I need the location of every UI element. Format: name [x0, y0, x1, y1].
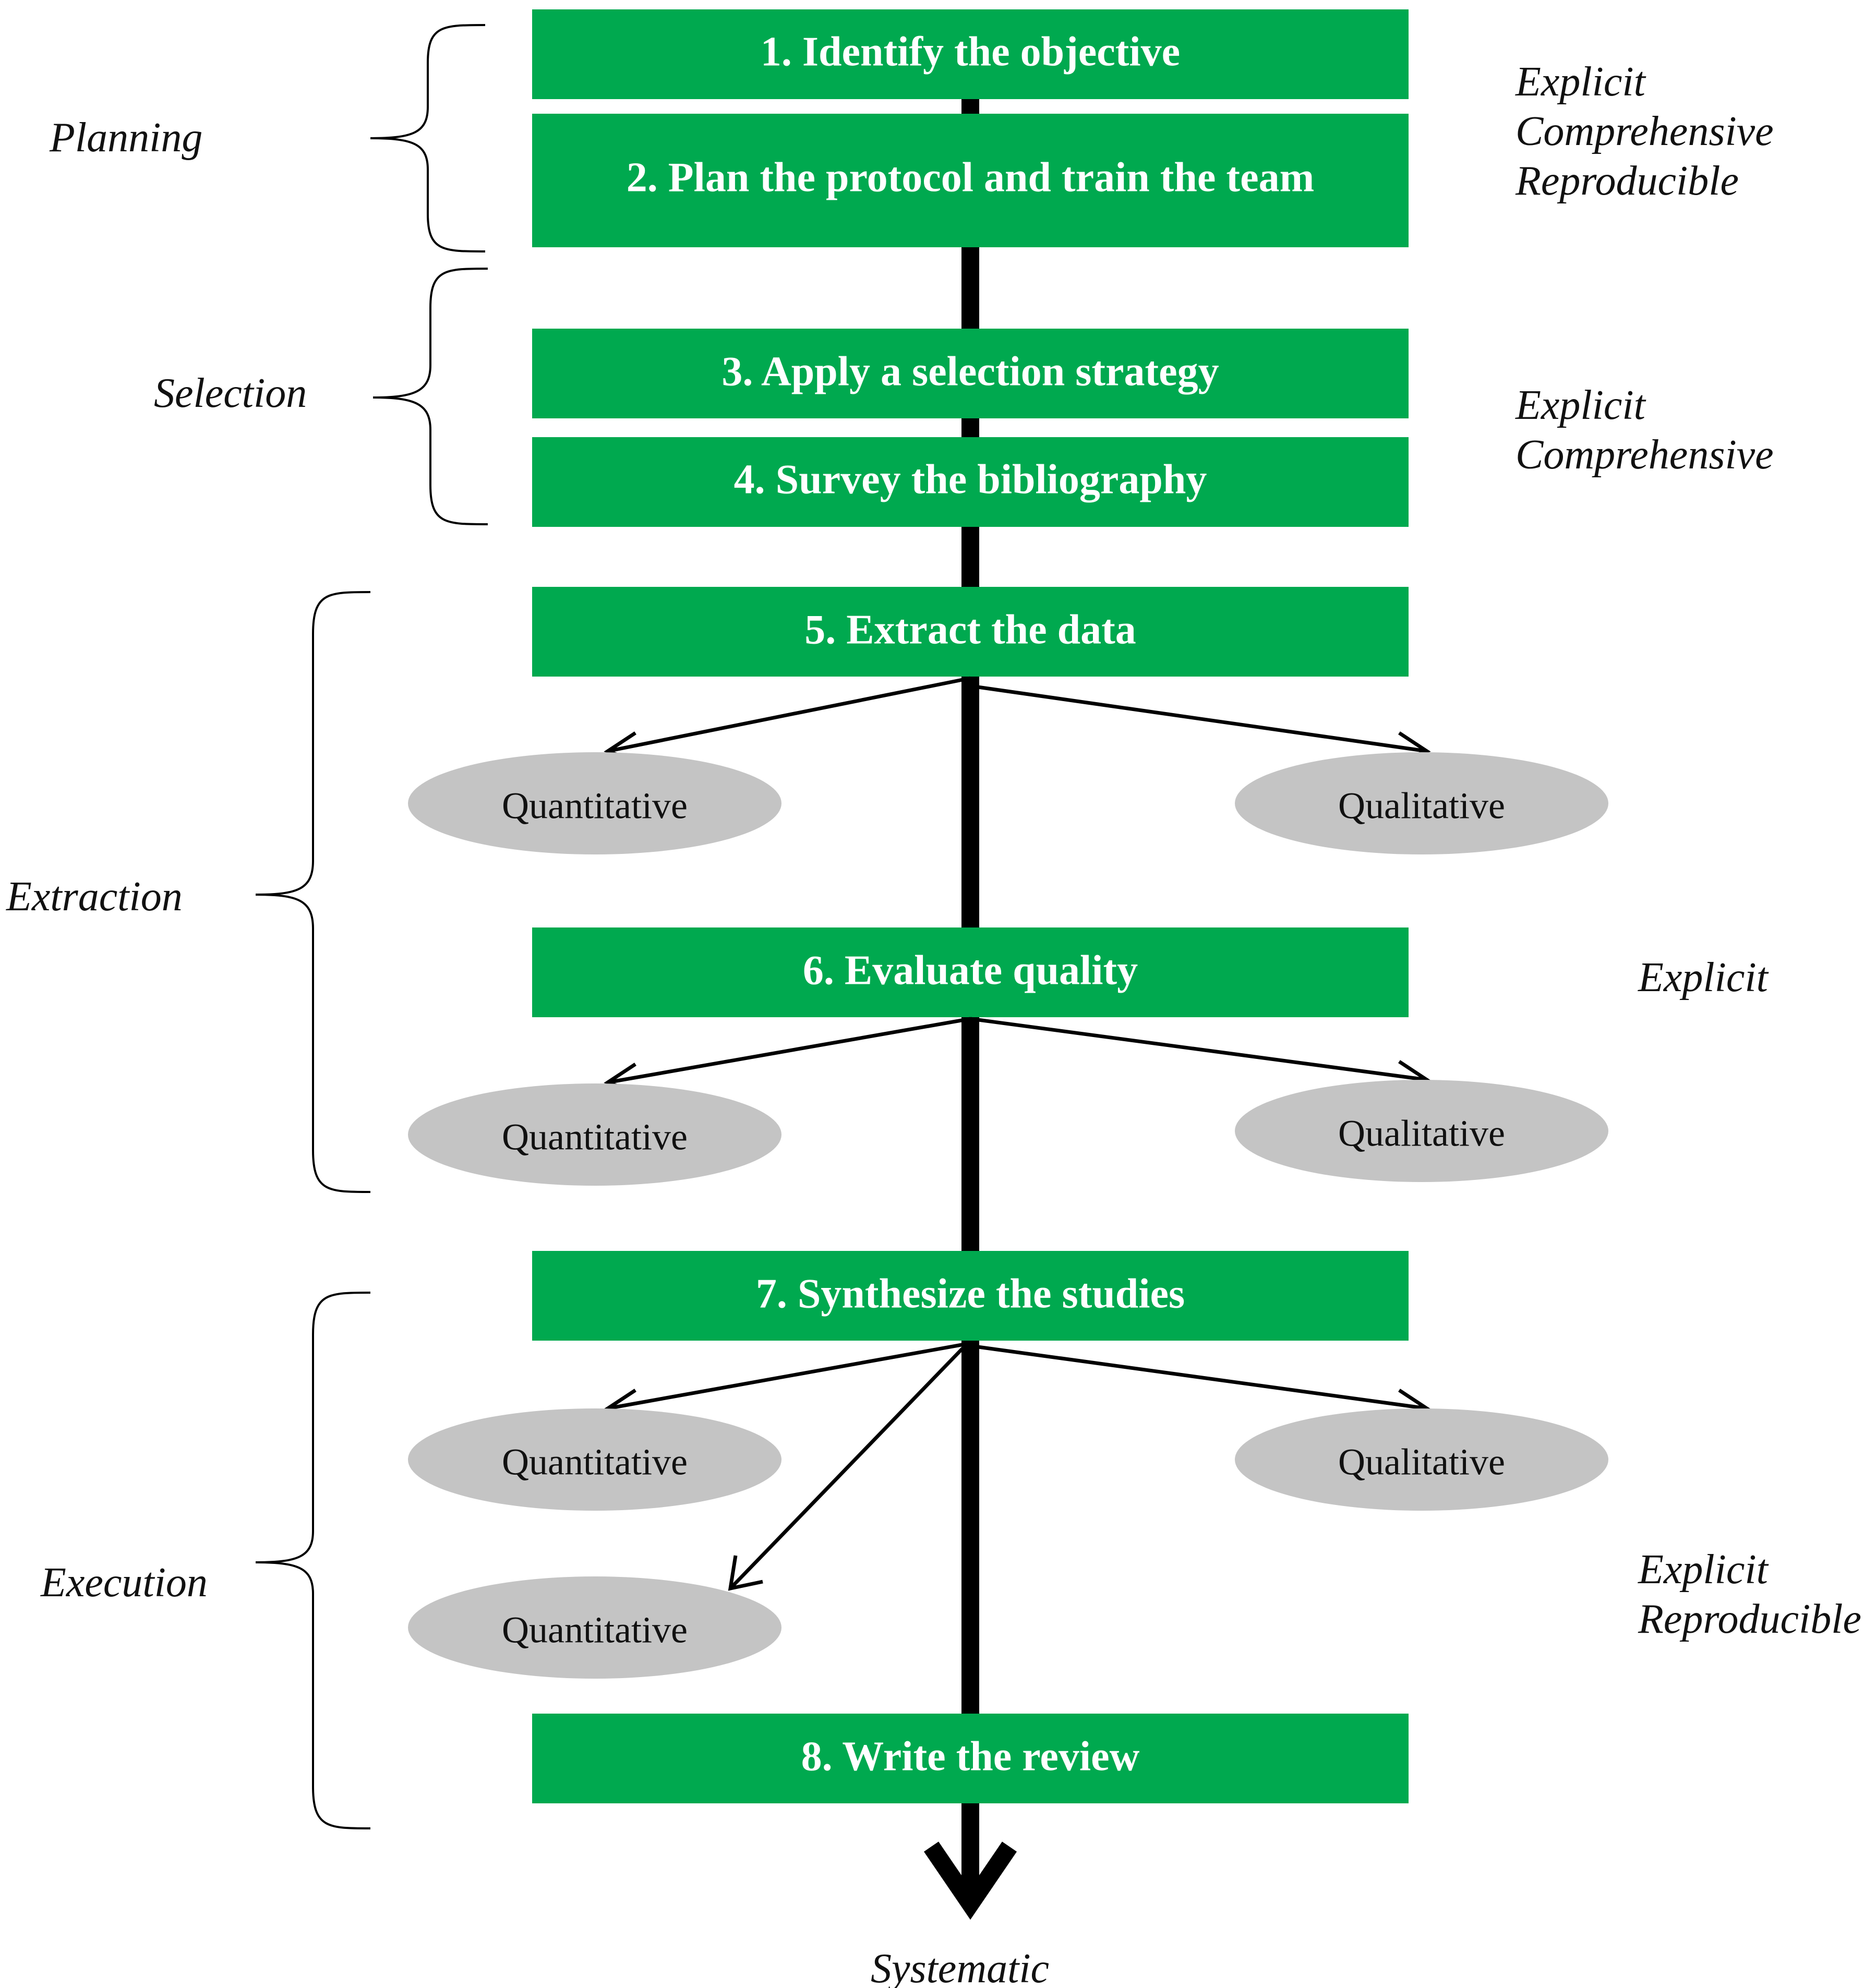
execution-property-2: Reproducible [1638, 1596, 1861, 1642]
outcome-5-qualitative: Qualitative [1235, 752, 1608, 854]
outcome-5-quantitative: Quantitative [408, 752, 781, 854]
step-2-label: 2. Plan the protocol and train the team [627, 154, 1314, 200]
arrowhead-7-quantitative-lower [728, 1555, 763, 1591]
branch-arrow-6-qualitative [970, 1017, 1427, 1082]
selection-brace [372, 268, 488, 525]
outcome-7-qualitative-label: Qualitative [1338, 1441, 1505, 1483]
outcome-6-quantitative: Quantitative [408, 1083, 781, 1186]
phase-label-planning: Planning [49, 115, 202, 161]
step-1-box: 1. Identify the objective [532, 9, 1409, 99]
step-7-label: 7. Synthesize the studies [756, 1271, 1185, 1317]
outcome-7-qualitative: Qualitative [1235, 1408, 1608, 1511]
planning-brace [370, 24, 486, 252]
branch-arrow-7-quantitative [607, 1341, 971, 1411]
step-1-label: 1. Identify the objective [761, 29, 1180, 75]
outcome-6-quantitative-label: Quantitative [502, 1116, 688, 1158]
outcome-5-quantitative-label: Quantitative [502, 785, 688, 827]
step-4-label: 4. Survey the bibliography [734, 456, 1207, 502]
planning-property-3: Reproducible [1515, 158, 1739, 204]
branch-arrow-7-qualitative [970, 1344, 1427, 1411]
step-3-label: 3. Apply a selection strategy [721, 348, 1219, 394]
extraction-brace [255, 591, 371, 1193]
step-8-box: 8. Write the review [532, 1714, 1409, 1803]
branch-arrow-5-qualitative [970, 684, 1427, 753]
step-8-label: 8. Write the review [801, 1733, 1140, 1779]
outcome-7-quantitative: Quantitative [408, 1408, 781, 1511]
step-5-box: 5. Extract the data [532, 587, 1409, 677]
outcome-7-quantitative-lower-label: Quantitative [502, 1609, 688, 1651]
execution-property-1: Explicit [1638, 1547, 1769, 1593]
step-4-box: 4. Survey the bibliography [532, 437, 1409, 527]
step-6-box: 6. Evaluate quality [532, 927, 1409, 1017]
selection-property-2: Comprehensive [1516, 432, 1774, 478]
branch-arrow-6-quantitative [607, 1017, 971, 1085]
step-2-box: 2. Plan the protocol and train the team [532, 114, 1409, 247]
execution-brace [255, 1292, 371, 1829]
branch-arrow-5-quantitative [607, 676, 971, 753]
outcome-6-qualitative: Qualitative [1235, 1080, 1608, 1182]
step-6-label: 6. Evaluate quality [803, 947, 1138, 993]
outcome-7-quantitative-lower: Quantitative [408, 1576, 781, 1679]
step-7-box: 7. Synthesize the studies [532, 1251, 1409, 1341]
planning-property-2: Comprehensive [1516, 109, 1774, 154]
step-3-box: 3. Apply a selection strategy [532, 329, 1409, 418]
extraction-property-1: Explicit [1638, 955, 1769, 1001]
spine-arrowhead [923, 1841, 1017, 1920]
planning-property-1: Explicit [1515, 59, 1646, 105]
phase-label-extraction: Extraction [6, 874, 183, 920]
phase-label-execution: Execution [40, 1560, 208, 1606]
branch-arrow-7-quantitative-lower [729, 1347, 964, 1590]
outcome-5-qualitative-label: Qualitative [1338, 785, 1505, 827]
phase-label-selection: Selection [154, 370, 307, 416]
outcome-7-quantitative-label: Quantitative [502, 1441, 688, 1483]
step-5-label: 5. Extract the data [804, 607, 1136, 653]
selection-property-1: Explicit [1515, 382, 1646, 428]
result-label: Systematic [871, 1946, 1049, 1988]
outcome-6-qualitative-label: Qualitative [1338, 1113, 1505, 1154]
